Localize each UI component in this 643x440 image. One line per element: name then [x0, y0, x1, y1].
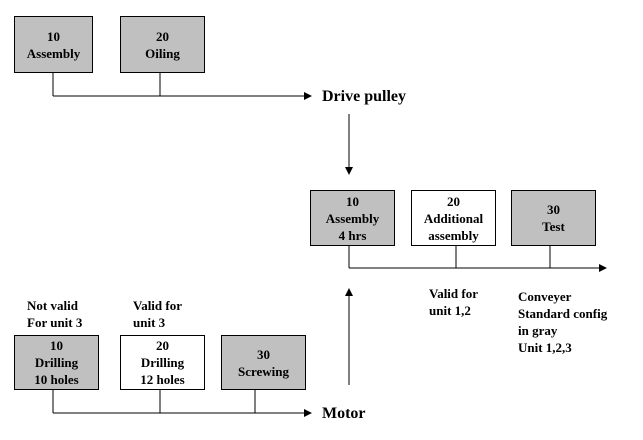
- op-box-oiling: 20 Oiling: [120, 16, 205, 73]
- not-valid-note: Not valid For unit 3: [27, 298, 83, 330]
- drive-pulley-label: Drive pulley: [322, 88, 406, 105]
- op-label: Oiling: [145, 45, 180, 61]
- op-box-drilling-10: 10 Drilling 10 holes: [14, 335, 99, 390]
- op-label: Drilling: [34, 355, 79, 370]
- op-label: Assembly: [26, 45, 81, 61]
- op-detail: assembly: [428, 227, 479, 243]
- op-detail: 10 holes: [34, 372, 79, 387]
- op-label: Assembly: [325, 210, 380, 226]
- op-label: Screwing: [237, 363, 290, 379]
- op-number: 10: [50, 338, 63, 353]
- op-box-assembly: 10 Assembly: [14, 16, 93, 73]
- op-label: Drilling: [140, 355, 185, 370]
- op-number: 20: [447, 193, 460, 209]
- op-box-conv-assembly: 10 Assembly 4 hrs: [310, 190, 395, 246]
- conveyer-note: Conveyer Standard config in gray Unit 1,…: [518, 289, 608, 355]
- op-number: 30: [257, 346, 270, 362]
- op-box-drilling-12: 20 Drilling 12 holes: [120, 335, 205, 390]
- op-box-conv-additional: 20 Additional assembly: [411, 190, 496, 246]
- op-box-conv-test: 30 Test: [511, 190, 596, 246]
- valid-unit3-note: Valid for unit 3: [133, 298, 182, 330]
- op-label: Test: [542, 219, 565, 234]
- op-box-screwing: 30 Screwing: [221, 335, 306, 390]
- op-number: 10: [47, 28, 60, 44]
- op-number: 30: [547, 202, 560, 217]
- op-number: 20: [156, 28, 169, 44]
- valid-unit12-note: Valid for unit 1,2: [429, 286, 478, 318]
- op-detail: 12 holes: [140, 372, 185, 387]
- op-label: Additional: [423, 210, 484, 226]
- op-number: 10: [346, 193, 359, 209]
- op-detail: 4 hrs: [338, 227, 367, 243]
- op-number: 20: [156, 338, 169, 353]
- motor-label: Motor: [322, 405, 366, 422]
